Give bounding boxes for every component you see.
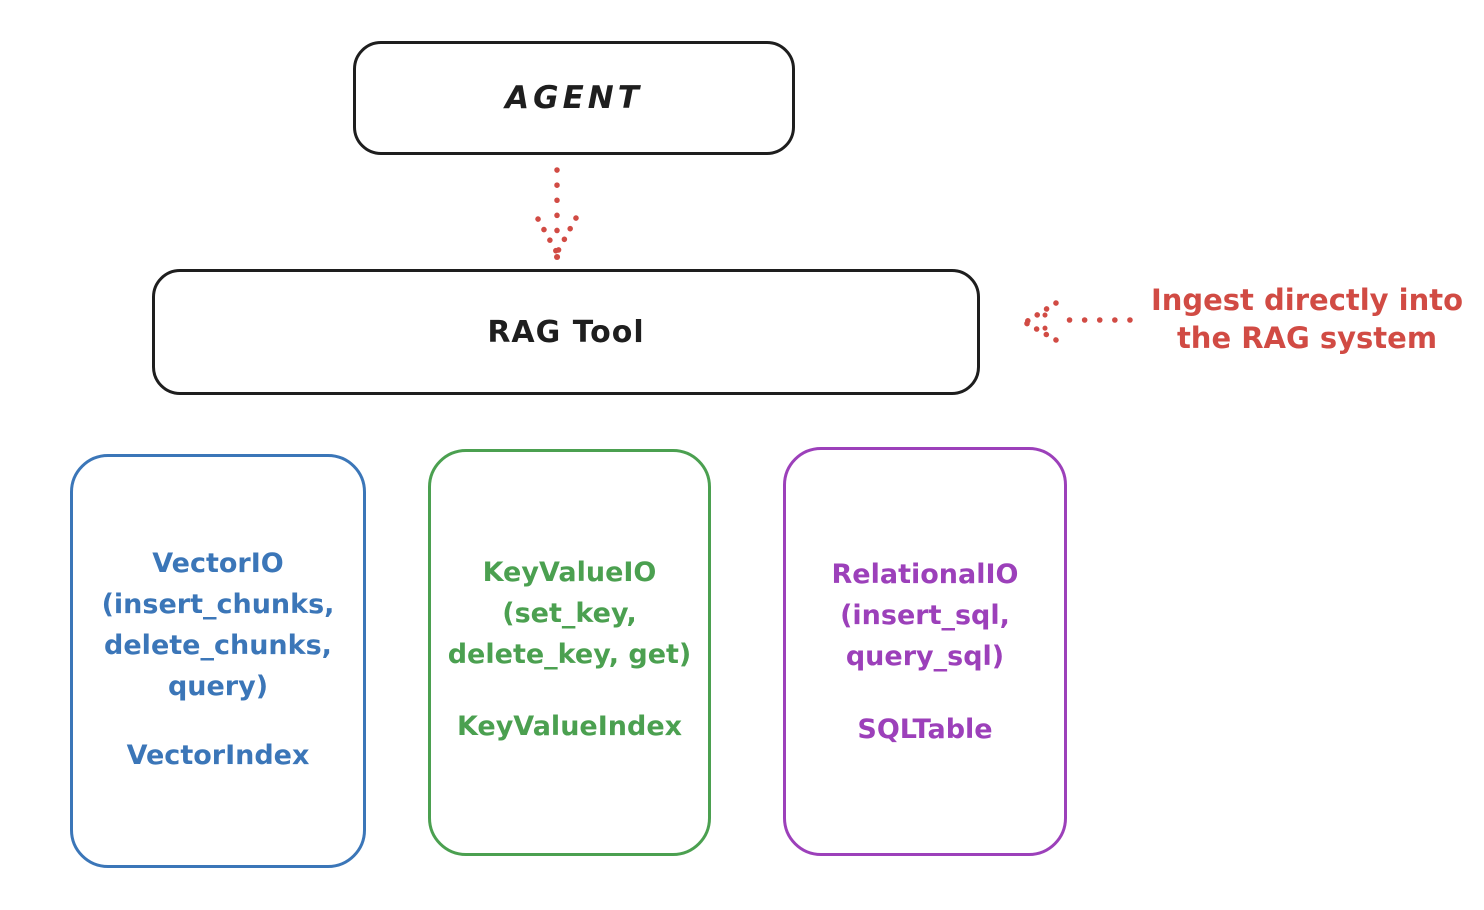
vector-io-line: query) [167,671,269,702]
relational-io-line: (insert_sql, [840,600,1010,631]
keyvalue-io-line: KeyValueIO [482,557,657,588]
keyvalue-io-line: delete_key, get) [447,639,692,670]
keyvalue-index-label: KeyValueIndex [456,711,683,742]
vector-io-card: VectorIO (insert_chunks, delete_chunks, … [70,454,366,868]
relational-io-line: query_sql) [845,641,1005,672]
vector-io-line: (insert_chunks, [101,589,335,620]
keyvalue-io-line: (set_key, [502,598,637,629]
rag-tool-node: RAG Tool [152,269,980,395]
relational-io-card: RelationalIO (insert_sql, query_sql) SQL… [783,447,1067,856]
keyvalue-io-card: KeyValueIO (set_key, delete_key, get) Ke… [428,449,711,856]
keyvalue-io-methods: KeyValueIO (set_key, delete_key, get) [448,552,692,675]
vector-io-line: delete_chunks, [104,630,332,661]
agent-label: AGENT [505,80,643,116]
vector-io-methods: VectorIO (insert_chunks, delete_chunks, … [102,543,335,707]
ingest-annotation-line1: Ingest directly into [1150,283,1464,317]
ingest-annotation: Ingest directly into the RAG system [1137,281,1477,357]
annotation-to-rag-arrow [1023,300,1133,343]
vector-index-label: VectorIndex [126,740,310,771]
relational-io-methods: RelationalIO (insert_sql, query_sql) [832,554,1019,677]
rag-tool-label: RAG Tool [487,314,645,350]
ingest-annotation-line2: the RAG system [1176,321,1438,355]
agent-to-rag-arrow [535,167,579,260]
relational-io-line: RelationalIO [831,559,1019,590]
vector-io-line: VectorIO [152,548,284,579]
sql-table-label: SQLTable [857,714,993,745]
agent-node: AGENT [353,41,795,155]
